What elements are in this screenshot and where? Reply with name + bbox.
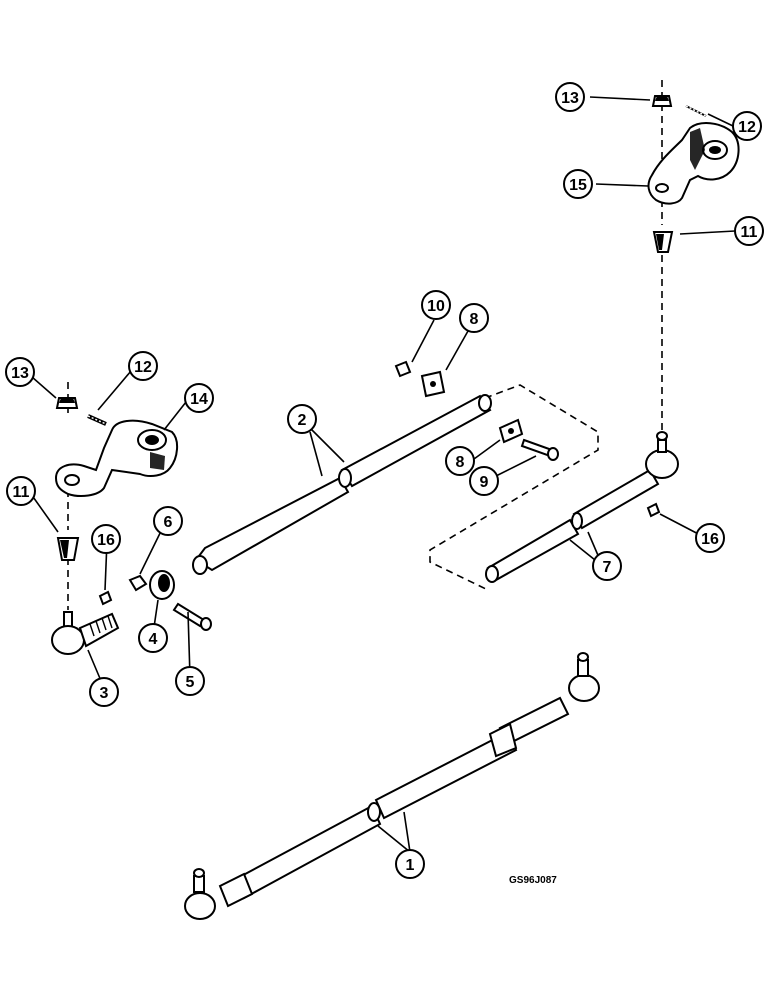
tapered-cone-right [652, 231, 674, 253]
grease-fitting-right [646, 502, 661, 518]
callout-label: 8 [470, 311, 479, 328]
callout-label: 11 [741, 224, 758, 241]
clamp-nut [128, 574, 148, 592]
callout-8-upper: 8 [459, 303, 489, 333]
callout-label: 15 [569, 177, 587, 194]
callout-label: 6 [164, 514, 173, 531]
clamp-bolt-upper [520, 438, 559, 461]
callout-label: 16 [701, 531, 719, 548]
callout-6: 6 [153, 506, 183, 536]
callout-10: 10 [421, 290, 451, 320]
tapered-cone-left [56, 537, 80, 561]
callout-label: 7 [603, 559, 612, 576]
callout-13-left: 13 [5, 357, 35, 387]
tie-rod-end-left [51, 611, 120, 655]
callout-9: 9 [469, 466, 499, 496]
clamp-bolt [172, 602, 212, 631]
callout-1: 1 [395, 849, 425, 879]
cotter-pin-right [685, 105, 707, 117]
callout-label: 10 [427, 298, 445, 315]
callout-12-right: 12 [732, 111, 762, 141]
clamp-upper [420, 370, 446, 398]
callout-label: 13 [11, 365, 29, 382]
callout-label: 12 [134, 359, 152, 376]
tie-rod-tube-center [192, 394, 492, 575]
callout-5: 5 [175, 666, 205, 696]
tie-rod-assembly [184, 652, 600, 920]
callout-label: 4 [149, 631, 158, 648]
callout-label: 14 [190, 391, 208, 408]
callout-label: 16 [97, 532, 115, 549]
callout-3: 3 [89, 677, 119, 707]
callout-4: 4 [138, 623, 168, 653]
callout-16-right: 16 [695, 523, 725, 553]
callout-8-lower: 8 [445, 446, 475, 476]
callout-12-left: 12 [128, 351, 158, 381]
leader-lines [30, 96, 736, 853]
callout-label: 5 [186, 674, 195, 691]
grease-fitting-left [98, 590, 113, 606]
callout-label: 11 [13, 484, 30, 501]
callout-label: 8 [456, 454, 465, 471]
callout-7: 7 [592, 551, 622, 581]
callout-13-right: 13 [555, 82, 585, 112]
callout-label: 13 [561, 90, 579, 107]
steering-arm-right [647, 122, 740, 205]
clamp-nut-upper [394, 360, 412, 378]
callout-11-left: 11 [6, 476, 36, 506]
clamp-lower [498, 418, 524, 444]
castle-nut-left [55, 397, 79, 409]
callout-11-right: 11 [734, 216, 764, 246]
castle-nut-right [651, 95, 673, 107]
cotter-pin-left [87, 414, 107, 426]
callout-2: 2 [287, 404, 317, 434]
tie-rod-right [485, 431, 679, 583]
clamp [149, 570, 175, 600]
figure-code: GS96J087 [509, 875, 557, 886]
callout-14: 14 [184, 383, 214, 413]
callout-label: 9 [480, 474, 489, 491]
callout-label: 12 [738, 119, 756, 136]
callout-label: 3 [100, 685, 109, 702]
callout-label: 1 [406, 857, 415, 874]
callout-label: 2 [298, 412, 307, 429]
callout-15: 15 [563, 169, 593, 199]
steering-arm-left [54, 419, 178, 497]
callout-16-left: 16 [91, 524, 121, 554]
